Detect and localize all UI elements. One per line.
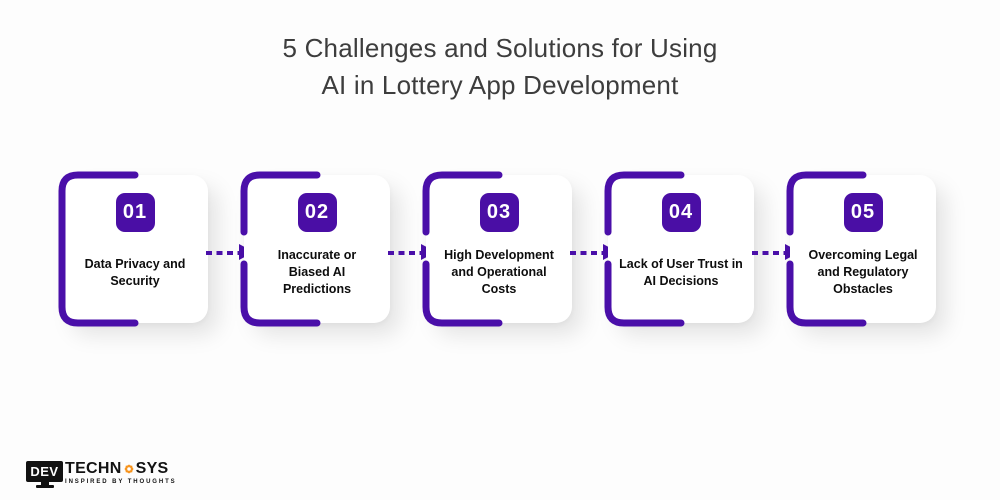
monitor-icon: DEV [26,461,63,488]
page-title-line1: 5 Challenges and Solutions for Using [282,33,718,63]
monitor-base [35,485,54,488]
challenge-card-04: 04 Lack of User Trust in AI Decisions [604,171,754,327]
challenge-card-03: 03 High Development and Operational Cost… [422,171,572,327]
arrow-dashed-line [570,251,603,255]
logo-tagline: INSPIRED BY THOUGHTS [65,479,177,485]
logo-company-name: TECHN SYS [65,461,177,477]
arrow-dashed-line [206,251,239,255]
challenge-label: Data Privacy and Security [84,256,186,288]
arrow-dashed-line [752,251,785,255]
step-number-badge: 02 [297,193,337,232]
challenge-card-01: 01 Data Privacy and Security [58,171,208,327]
arrow-dashed-line [388,251,421,255]
logo-name-part2: SYS [135,460,169,477]
step-number-badge: 01 [115,193,155,232]
challenge-label: Overcoming Legal and Regulatory Obstacle… [808,248,918,296]
challenge-card-02: 02 Inaccurate or Biased AI Predictions [240,171,390,327]
page-title-line2: AI in Lottery App Development [321,70,679,100]
logo-text-block: TECHN SYS INSPIRED BY THOUGHTS [65,461,177,486]
page-title: 5 Challenges and Solutions for Using AI … [0,30,1000,104]
dev-technosys-logo: DEV TECHN SYS INSPIRED BY THOUGHTS [26,461,177,488]
challenge-flow: 01 Data Privacy and Security 02 Inaccura… [58,171,942,327]
challenge-card-05: 05 Overcoming Legal and Regulatory Obsta… [786,171,936,327]
challenge-label: High Development and Operational Costs [444,248,554,296]
step-number-badge: 04 [661,193,701,232]
challenge-label: Lack of User Trust in AI Decisions [619,256,743,288]
gear-icon [123,464,134,474]
logo-name-part1: TECHN [65,460,122,477]
step-number-badge: 05 [843,193,883,232]
monitor-stand [40,482,49,485]
logo-monitor-text: DEV [26,461,63,482]
challenge-label: Inaccurate or Biased AI Predictions [277,248,357,296]
step-number-badge: 03 [479,193,519,232]
